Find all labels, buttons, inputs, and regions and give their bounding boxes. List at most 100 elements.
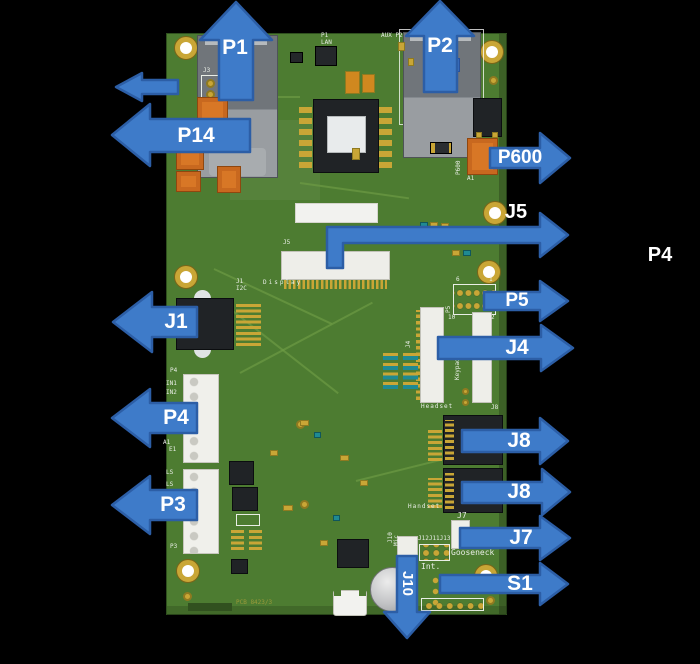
transformer-window xyxy=(327,116,366,153)
silkscreen-p14: P14 xyxy=(227,135,234,146)
arrow-label-p5: P5 xyxy=(505,290,529,311)
silkscreen-e1: E1 xyxy=(169,446,177,453)
diode xyxy=(430,142,452,154)
capacitor xyxy=(463,250,471,256)
j3-pin xyxy=(206,79,215,88)
capacitor xyxy=(176,171,201,192)
mounting-hole xyxy=(175,37,197,59)
connector-j7 xyxy=(451,520,470,549)
resistor xyxy=(270,450,278,456)
ffc-connector-j5 xyxy=(281,251,390,280)
ffc-connector-j4 xyxy=(420,307,444,403)
capacitor xyxy=(420,222,428,228)
silkscreen-j12-j11-j13: J12J11J13 xyxy=(418,535,451,542)
silkscreen-pin1: 1 xyxy=(489,276,493,283)
capacitor xyxy=(345,71,360,94)
ethernet-transformer xyxy=(313,99,379,173)
silkscreen-a1: A1 xyxy=(467,175,475,182)
silkscreen-p5: P5 xyxy=(445,305,452,313)
silkscreen-p3: P3 xyxy=(170,543,178,550)
silkscreen-int: Int. xyxy=(421,562,441,571)
j5-pins xyxy=(284,280,387,289)
arrow-label-p600: P600 xyxy=(497,147,543,168)
usb-tab xyxy=(334,590,341,596)
transistor xyxy=(231,559,248,574)
ic-chip xyxy=(290,52,303,63)
relay-p600-area xyxy=(473,98,502,137)
via xyxy=(300,500,309,509)
capacitor xyxy=(362,74,375,93)
resistor-cluster xyxy=(403,353,418,389)
white-label-plate xyxy=(295,203,378,223)
int-pads xyxy=(431,576,440,608)
soic-pads xyxy=(249,530,262,550)
silkscreen-p600: P600 xyxy=(455,160,462,175)
ic-chip xyxy=(229,461,254,485)
capacitor xyxy=(176,148,204,170)
resistor xyxy=(441,223,449,229)
arrow-label-j7: J7 xyxy=(509,526,533,549)
silkscreen-p4: P4 xyxy=(170,367,178,374)
capacitor xyxy=(333,515,340,521)
j4-actuator xyxy=(472,312,492,403)
label-j5: J5 xyxy=(504,201,528,223)
component-pin xyxy=(476,132,482,138)
pad xyxy=(462,388,469,395)
usb-tab xyxy=(359,590,366,596)
arrow-label-p2: P2 xyxy=(427,34,453,57)
silkscreen-aux-p2: AUX P2 xyxy=(381,32,403,39)
via xyxy=(489,76,498,85)
transformer-pads-right xyxy=(379,104,392,168)
silkscreen-p1-lan: P1 LAN xyxy=(321,32,332,46)
silkscreen-j4: J4 xyxy=(405,340,412,348)
arrow-label-p3: P3 xyxy=(160,493,186,516)
resistor xyxy=(398,42,405,51)
pad-pair-box xyxy=(236,514,260,526)
pad xyxy=(462,399,469,406)
j8-contacts xyxy=(445,420,454,460)
via xyxy=(486,596,495,605)
mounting-hole xyxy=(481,41,503,63)
silkscreen-display: Display xyxy=(263,279,303,286)
silkscreen-keypad: Keypad xyxy=(454,358,461,380)
resistor xyxy=(283,505,293,511)
dark-strip xyxy=(188,603,232,611)
arrow-label-j10: J10 xyxy=(399,571,416,597)
j4-pins xyxy=(416,310,421,400)
silkscreen-gooseneck: Gooseneck xyxy=(451,548,495,557)
silkscreen-j1-i2c: J1 I2C xyxy=(236,278,247,292)
resistor xyxy=(452,250,460,256)
silkscreen-headset: Headset xyxy=(421,403,454,410)
arrow-label-p4: P4 xyxy=(163,406,189,429)
arrow-label-j4: J4 xyxy=(505,336,529,359)
arrow-label-p14: P14 xyxy=(177,124,215,147)
mounting-hole xyxy=(175,266,197,288)
rj45-blue-insert xyxy=(424,58,460,72)
headers-j12-j11-j13 xyxy=(419,544,450,561)
mounting-hole xyxy=(475,565,497,587)
capacitor xyxy=(217,166,241,193)
silkscreen-in2: IN2 xyxy=(166,389,177,396)
resistor xyxy=(408,58,414,66)
ic-chip xyxy=(232,487,258,511)
j8-contacts xyxy=(445,473,454,509)
j8-pads xyxy=(428,478,442,508)
silkscreen-in1: IN1 xyxy=(166,380,177,387)
arrow-label-s1: S1 xyxy=(507,572,533,595)
silkscreen-j8: J8 xyxy=(491,404,499,411)
silkscreen-pin6: 6 xyxy=(456,276,460,283)
arrow-label-p1: P1 xyxy=(222,36,248,59)
resistor xyxy=(300,420,309,426)
resistor xyxy=(320,540,328,546)
silkscreen-ls2: LS xyxy=(166,481,174,488)
header-p5 xyxy=(453,284,496,315)
bottom-pad-row xyxy=(421,598,484,611)
silkscreen-ls1: LS xyxy=(166,469,174,476)
j1-pads xyxy=(236,303,261,346)
silkscreen-j3: J3 xyxy=(203,67,211,74)
transformer-pads-left xyxy=(299,104,312,168)
j8-pads xyxy=(428,429,442,461)
via xyxy=(183,592,192,601)
resistor-cluster xyxy=(383,353,398,389)
ic-chip xyxy=(315,46,337,66)
